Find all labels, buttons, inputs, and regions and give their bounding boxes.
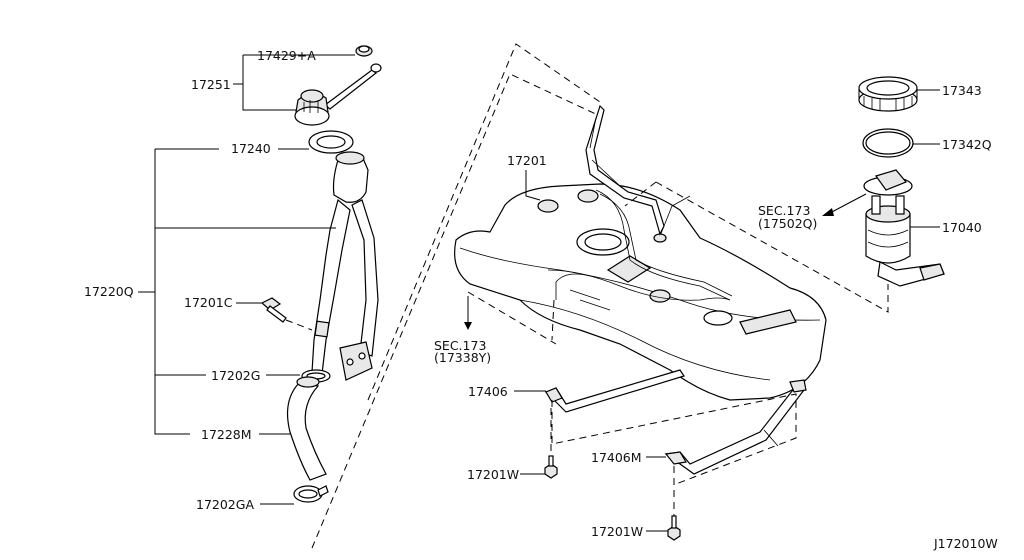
bolt-17201w-2: [667, 515, 681, 541]
label-17201w-2: 17201W: [591, 524, 643, 539]
label-17202ga: 17202GA: [196, 497, 254, 512]
label-17338y: (17338Y): [434, 350, 491, 365]
leader-17251: [242, 55, 296, 111]
label-17228m: 17228M: [201, 427, 252, 442]
dash-tank-region: [655, 181, 889, 313]
fuel-pump-17040: [863, 169, 945, 287]
label-17040: 17040: [942, 220, 982, 235]
label-17201c: 17201C: [184, 295, 233, 310]
vent-hose: [585, 104, 665, 236]
label-17201w-1: 17201W: [467, 467, 519, 482]
bracket-17220q: [154, 149, 190, 435]
fuel-tank: [454, 183, 827, 401]
bolt-17201w-1: [544, 455, 558, 479]
label-17220q: 17220Q: [84, 284, 134, 299]
label-17406: 17406: [468, 384, 508, 399]
band-17406: [544, 369, 685, 413]
dash-17201c: [285, 319, 313, 331]
sec-arrow-left: [464, 291, 557, 345]
filler-cap: [294, 89, 330, 126]
clamp-17202ga: [293, 485, 329, 503]
label-17202g: 17202G: [211, 368, 260, 383]
label-17240: 17240: [231, 141, 271, 156]
label-sec-173-right: SEC.173: [758, 203, 810, 218]
dash-band-box-2: [551, 299, 555, 341]
label-17502q: (17502Q): [758, 216, 817, 231]
leader-17201: [525, 170, 541, 201]
label-17342q: 17342Q: [942, 137, 992, 152]
label-17343: 17343: [942, 83, 982, 98]
bolt-17201c: [260, 297, 287, 323]
hose-17228m: [287, 376, 327, 481]
cap-tether: [324, 45, 382, 110]
label-17406m: 17406M: [591, 450, 642, 465]
label-17251: 17251: [191, 77, 231, 92]
o-ring-17342q: [862, 128, 914, 158]
filler-neck-ring: [308, 130, 354, 154]
label-17201: 17201: [507, 153, 547, 168]
filler-tube: [311, 151, 379, 381]
dash-tube-to-tank-2: [367, 43, 601, 401]
dash-tank-region-2: [624, 181, 657, 207]
dash-band-box: [551, 393, 797, 485]
lock-ring-17343: [858, 76, 918, 112]
dash-tube-to-tank: [311, 73, 601, 549]
drawing-id: J172010W: [933, 536, 998, 551]
label-sec-173-left: SEC.173: [434, 338, 486, 353]
label-17429-a: 17429+A: [257, 48, 316, 63]
sec-arrow-right: [822, 193, 867, 216]
band-17406m: [664, 379, 807, 475]
